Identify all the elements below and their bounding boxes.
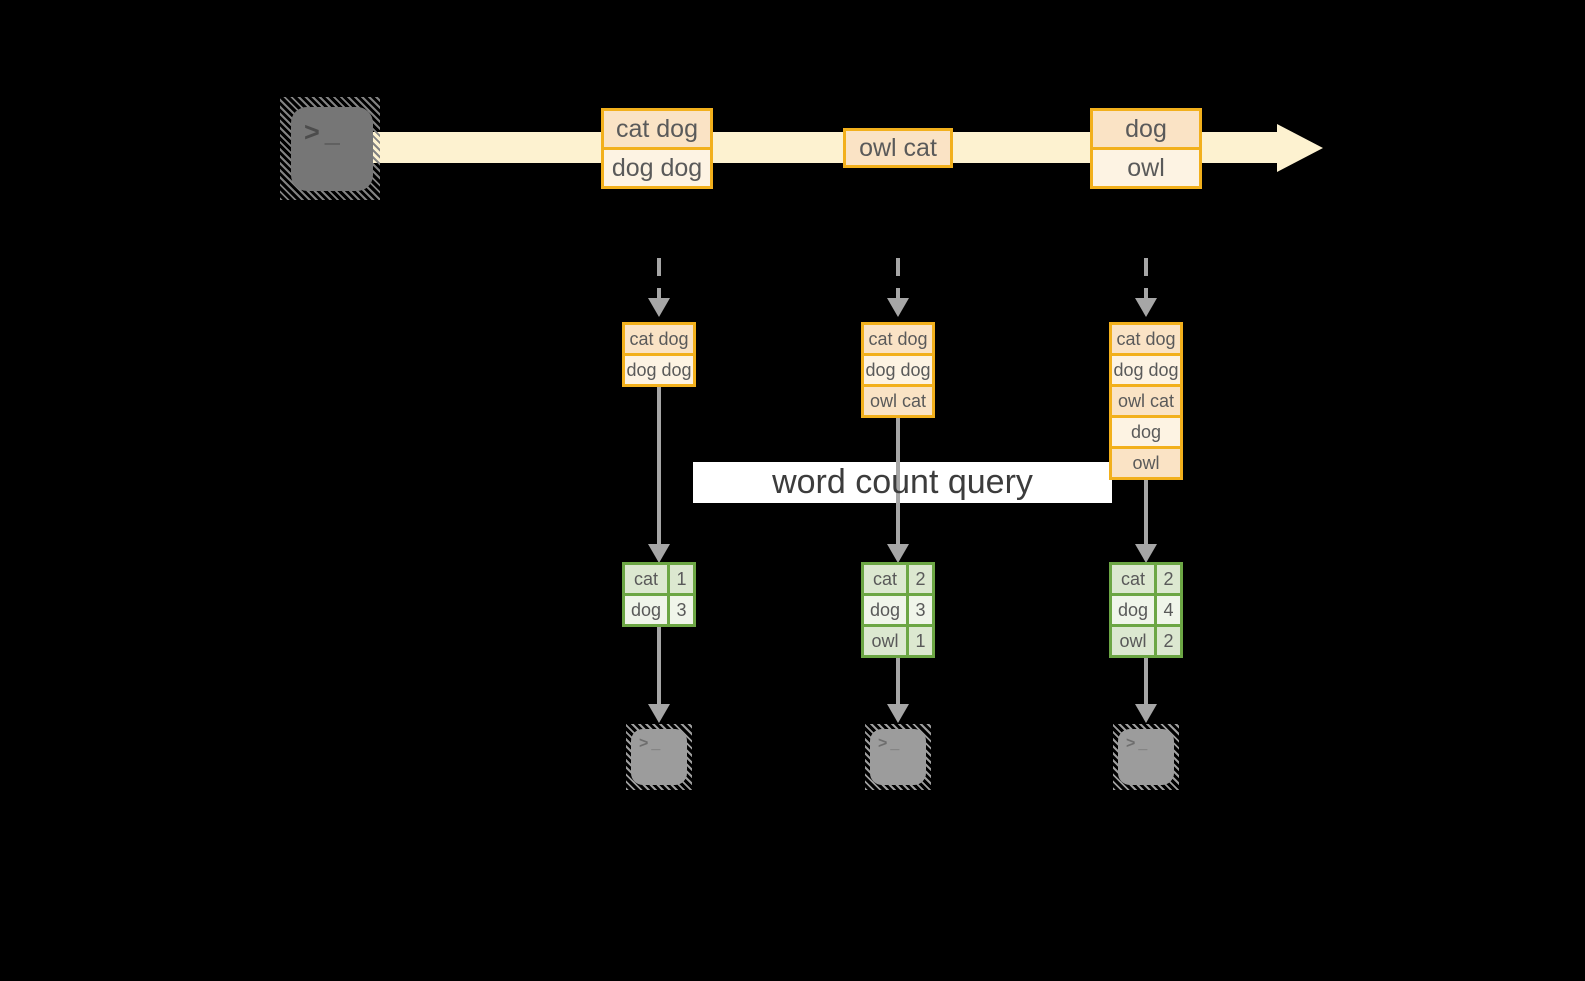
query-arrow — [1144, 475, 1148, 544]
output-arrowhead-icon — [1135, 704, 1157, 723]
buffered-records-2: cat dog dog dog owl cat — [861, 322, 935, 418]
output-arrowhead-icon — [887, 704, 909, 723]
query-arrow — [657, 387, 661, 544]
buffered-record: cat dog — [625, 325, 693, 353]
word-cell: dog — [864, 596, 906, 624]
buffered-record: owl — [1112, 449, 1180, 477]
buffered-record: owl cat — [864, 387, 932, 415]
ingest-arrowhead-icon — [887, 298, 909, 317]
word-cell: cat — [625, 565, 667, 593]
word-count-table-1: cat 1 dog 3 — [622, 562, 696, 627]
buffered-record: cat dog — [864, 325, 932, 353]
stream-record-box-3: dog owl — [1090, 108, 1202, 189]
stream-record: dog — [1093, 111, 1199, 147]
stream-record: owl — [1093, 150, 1199, 186]
table-row: cat 2 — [1112, 565, 1180, 593]
source-terminal-icon: >_ — [291, 107, 373, 191]
buffered-record: dog dog — [625, 356, 693, 384]
count-cell: 2 — [1157, 627, 1180, 655]
output-arrowhead-icon — [648, 704, 670, 723]
table-row: dog 4 — [1112, 596, 1180, 624]
count-cell: 3 — [909, 596, 932, 624]
count-cell: 1 — [670, 565, 693, 593]
word-cell: cat — [1112, 565, 1154, 593]
count-cell: 2 — [1157, 565, 1180, 593]
word-cell: dog — [625, 596, 667, 624]
ingest-arrow — [657, 258, 661, 298]
buffered-records-1: cat dog dog dog — [622, 322, 696, 387]
word-count-query-banner — [693, 462, 1112, 503]
word-cell: cat — [864, 565, 906, 593]
word-count-query-label: word count query — [772, 463, 1033, 501]
buffered-record: dog dog — [1112, 356, 1180, 384]
table-row: owl 1 — [864, 627, 932, 655]
terminal-prompt-glyph: >_ — [304, 117, 345, 147]
buffered-record: dog — [1112, 418, 1180, 446]
count-cell: 1 — [909, 627, 932, 655]
stream-timeline-arrowhead-icon — [1277, 124, 1323, 172]
buffered-record: cat dog — [1112, 325, 1180, 353]
word-count-table-3: cat 2 dog 4 owl 2 — [1109, 562, 1183, 658]
table-row: dog 3 — [625, 596, 693, 624]
query-arrow — [896, 418, 900, 544]
word-cell: dog — [1112, 596, 1154, 624]
stream-record-box-1: cat dog dog dog — [601, 108, 713, 189]
query-arrowhead-icon — [648, 544, 670, 563]
word-count-table-2: cat 2 dog 3 owl 1 — [861, 562, 935, 658]
word-cell: owl — [864, 627, 906, 655]
table-row: cat 1 — [625, 565, 693, 593]
ingest-arrow — [896, 258, 900, 298]
count-cell: 2 — [909, 565, 932, 593]
output-terminal-icon: >_ — [1118, 729, 1174, 785]
terminal-prompt-glyph: >_ — [878, 735, 903, 752]
count-cell: 3 — [670, 596, 693, 624]
terminal-prompt-glyph: >_ — [639, 735, 664, 752]
table-row: cat 2 — [864, 565, 932, 593]
buffered-records-3: cat dog dog dog owl cat dog owl — [1109, 322, 1183, 480]
stream-record: dog dog — [604, 150, 710, 186]
stream-record: owl cat — [846, 131, 950, 165]
word-cell: owl — [1112, 627, 1154, 655]
query-arrowhead-icon — [887, 544, 909, 563]
output-terminal-icon: >_ — [631, 729, 687, 785]
query-arrowhead-icon — [1135, 544, 1157, 563]
terminal-prompt-glyph: >_ — [1126, 735, 1151, 752]
buffered-record: owl cat — [1112, 387, 1180, 415]
buffered-record: dog dog — [864, 356, 932, 384]
output-arrow — [657, 627, 661, 704]
ingest-arrowhead-icon — [1135, 298, 1157, 317]
stream-record-box-2: owl cat — [843, 128, 953, 168]
ingest-arrowhead-icon — [648, 298, 670, 317]
output-arrow — [1144, 658, 1148, 704]
count-cell: 4 — [1157, 596, 1180, 624]
ingest-arrow — [1144, 258, 1148, 298]
table-row: dog 3 — [864, 596, 932, 624]
table-row: owl 2 — [1112, 627, 1180, 655]
output-arrow — [896, 658, 900, 704]
output-terminal-icon: >_ — [870, 729, 926, 785]
stream-record: cat dog — [604, 111, 710, 147]
